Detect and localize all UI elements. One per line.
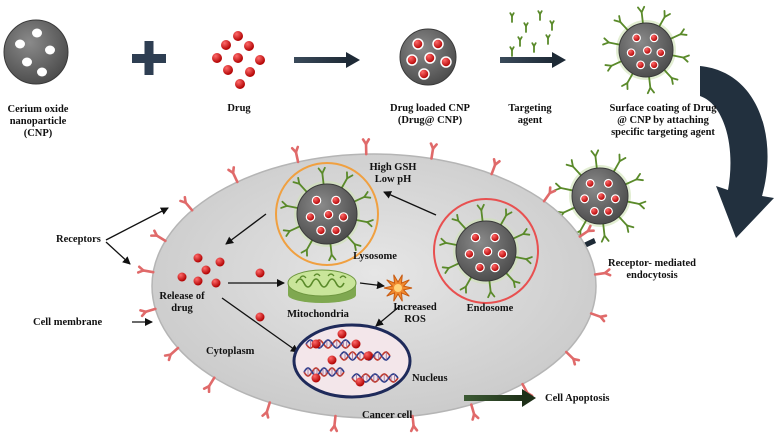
nucleus-label: Nucleus — [412, 373, 448, 384]
lysosome-cnp — [280, 166, 374, 262]
mito-to-ros-arrow — [359, 281, 385, 290]
receptors-label: Receptors — [56, 234, 101, 245]
release-to-nucleus-arrow — [221, 297, 299, 353]
ros-to-nucleus-arrow — [375, 305, 401, 327]
endosome-cnp — [439, 203, 533, 299]
arrow-to-coating — [500, 52, 566, 68]
receptors-arrow-lower — [105, 241, 131, 265]
cytoplasm-label: Cytoplasm — [206, 346, 255, 357]
dna-strands — [303, 329, 399, 387]
apoptosis-arrow — [464, 389, 536, 407]
mitochondria — [287, 269, 357, 303]
lysosome-to-release-arrow — [225, 213, 267, 245]
curved-arrow — [700, 66, 774, 238]
endosome-to-lysosome-arrow — [383, 191, 437, 216]
nucleus — [292, 323, 412, 399]
cancer-cell-label: Cancer cell — [362, 410, 413, 421]
cell-membrane-label: Cell membrane — [33, 317, 103, 328]
drug-loaded-cnp-label: Drug loaded CNP(Drug@ CNP) — [390, 103, 470, 126]
released-drug — [177, 253, 265, 322]
ros-burst-icon — [383, 274, 413, 302]
cnp-particle — [3, 19, 69, 85]
endosome-label: Endosome — [466, 303, 514, 314]
drug-molecules — [212, 31, 265, 89]
surface-coating-label: Surface coating of Drug@ CNP by attachin… — [609, 103, 717, 138]
lysosome-label: Lysosome — [353, 251, 397, 262]
receptors-arrow-upper — [105, 207, 169, 241]
targeted-cnp-approaching — [553, 149, 647, 243]
mitochondria-label: Mitochondria — [287, 309, 349, 320]
drug-loaded-cnp — [399, 28, 457, 86]
surface-coated-cnp — [602, 5, 690, 95]
arrow-to-loaded — [294, 52, 360, 68]
lysosome-ring — [275, 162, 379, 266]
drug-label: Drug — [227, 103, 251, 114]
endosome-ring — [433, 198, 539, 304]
plus-icon — [132, 41, 166, 75]
targeting-agent-ligands — [509, 10, 555, 57]
cell-apoptosis-label: Cell Apoptosis — [545, 393, 610, 404]
